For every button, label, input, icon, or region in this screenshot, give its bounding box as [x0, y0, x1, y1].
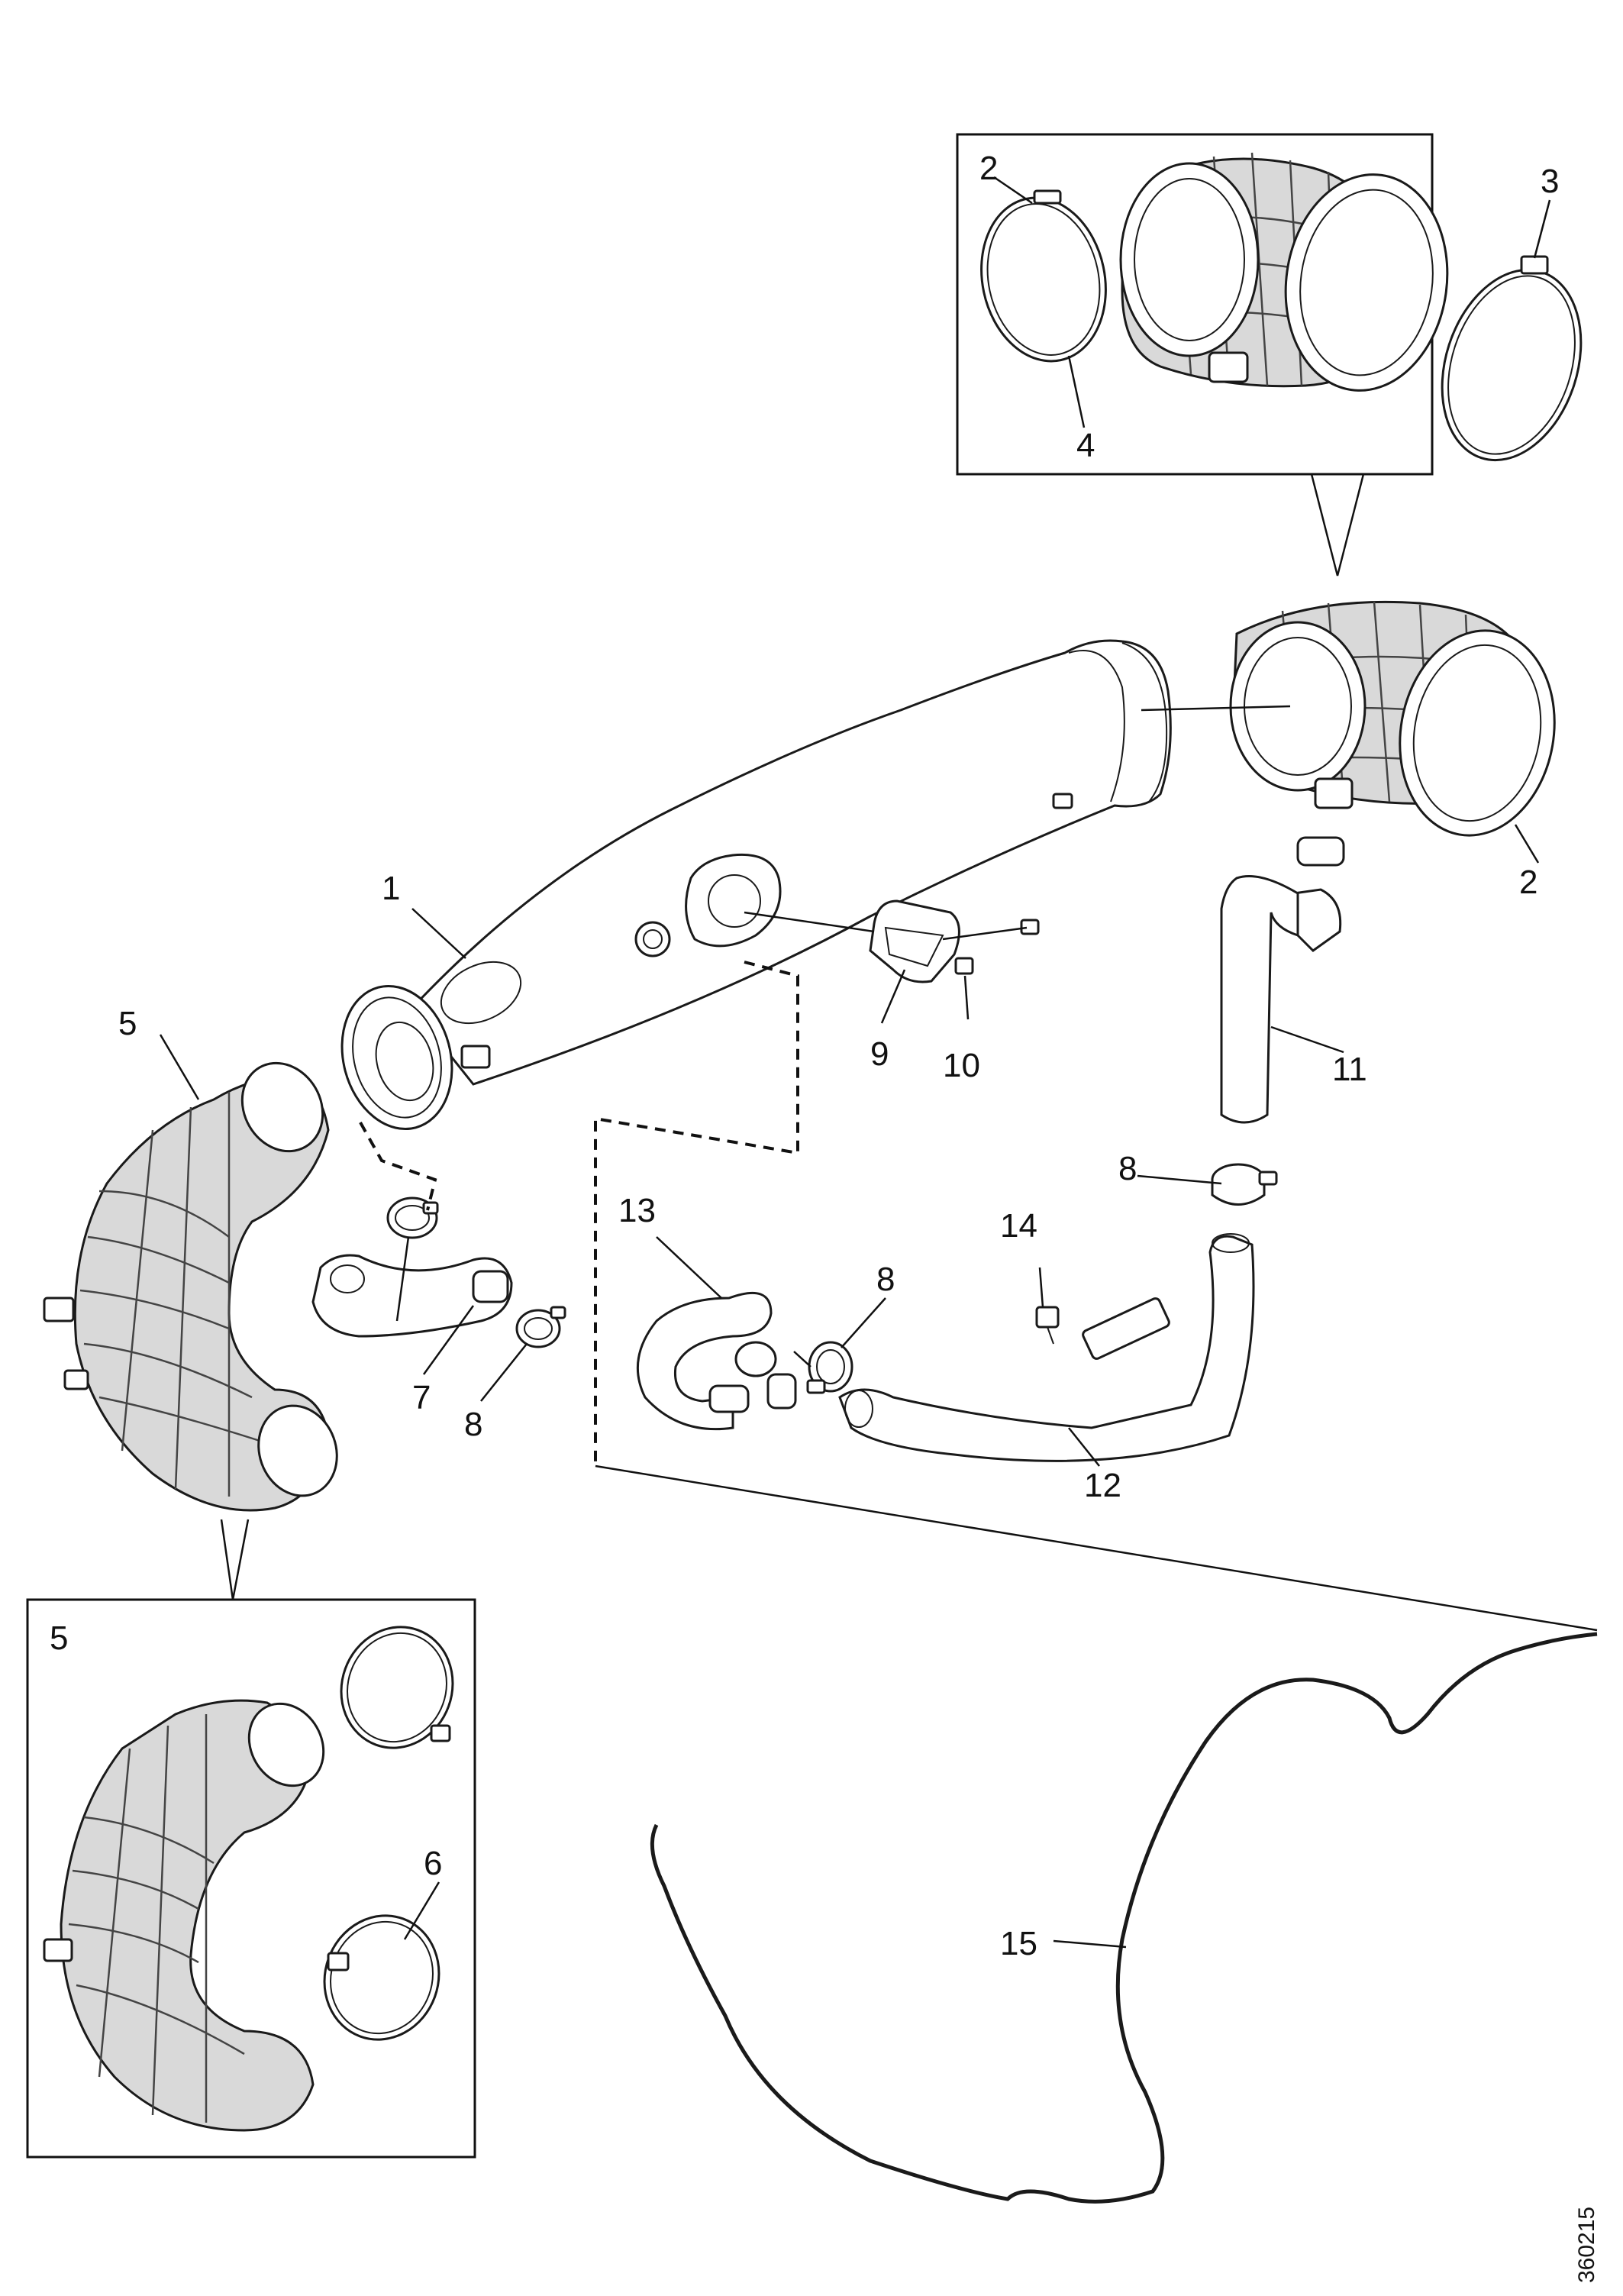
vent-hose-upper [1220, 836, 1345, 1124]
bent-hose-13 [636, 1291, 797, 1431]
coolant-pipe [838, 1233, 1255, 1462]
callout-9: 9 [870, 1035, 889, 1073]
callout-1: 1 [382, 870, 400, 907]
inset-clamp-right [1441, 255, 1583, 462]
document-number: 360215 [1574, 2207, 1599, 2283]
hose-7 [311, 1254, 513, 1338]
callout-13: 13 [618, 1192, 656, 1229]
inset-clamp-upper [340, 1626, 454, 1749]
callout-11: 11 [1332, 1051, 1367, 1088]
gasket-plate [869, 899, 960, 983]
inset-clamp-left [980, 189, 1107, 363]
callout-15: 15 [1000, 1925, 1037, 1962]
dashed-association [359, 961, 799, 1466]
inset-box-bottom [26, 1598, 476, 2159]
callout-2-main: 2 [1519, 864, 1537, 901]
sensor-flange [634, 853, 782, 957]
inset-clamp-lower [323, 1914, 440, 2041]
inset-connector-rubber [1119, 152, 1449, 392]
callout-2-inset: 2 [979, 150, 998, 187]
callout-7: 7 [412, 1379, 431, 1416]
callout-8-mid: 8 [876, 1261, 895, 1298]
callout-6: 6 [424, 1845, 442, 1882]
clamp-left [386, 1196, 566, 1348]
callout-5-main: 5 [118, 1005, 137, 1042]
callout-12: 12 [1084, 1467, 1121, 1504]
callout-labels: 2 3 4 1 2 9 10 11 8 14 13 8 12 7 8 5 5 6… [50, 150, 1559, 1962]
bolt-14 [1035, 1306, 1060, 1345]
callout-8-left: 8 [464, 1406, 482, 1443]
callout-8-right: 8 [1118, 1150, 1137, 1187]
callout-3: 3 [1541, 163, 1559, 200]
leader-lines [159, 176, 1551, 1949]
callout-4: 4 [1076, 427, 1095, 464]
callout-10: 10 [943, 1047, 980, 1084]
clamp-right [1211, 1163, 1278, 1206]
air-intake-hose [43, 1061, 338, 1600]
callout-14: 14 [1000, 1207, 1037, 1245]
clamp-middle [806, 1341, 853, 1394]
callout-5-inset: 5 [50, 1619, 68, 1657]
reference-line-15 [595, 1464, 1598, 1632]
rubber-connector-main [1229, 600, 1556, 837]
vent-line-15 [650, 1632, 1598, 2204]
bolt [954, 919, 1040, 975]
charge-air-pipe [340, 639, 1172, 1131]
inset-air-hose [43, 1699, 325, 2132]
